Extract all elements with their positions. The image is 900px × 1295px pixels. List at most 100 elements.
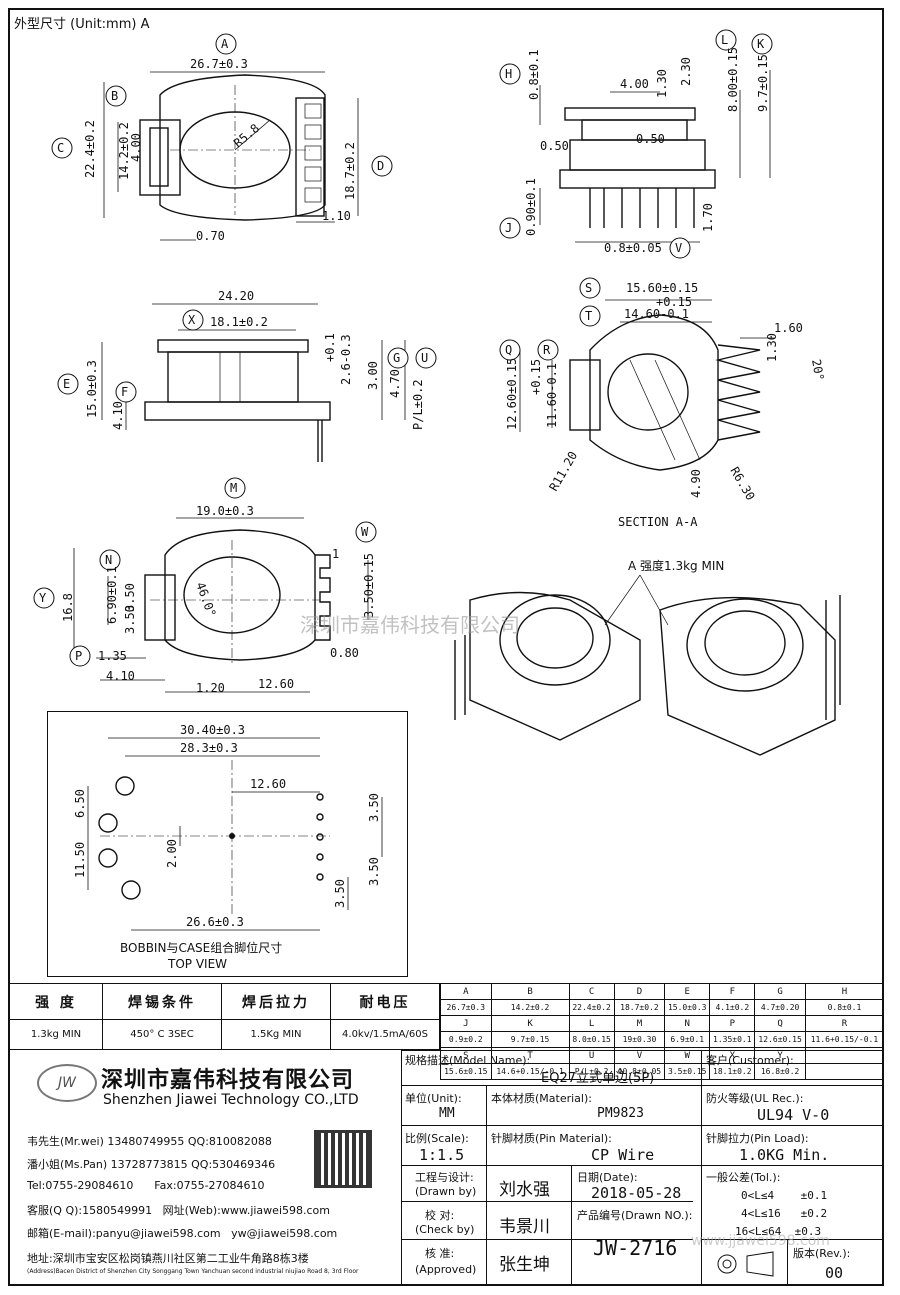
ul-label: 防火等级(UL Rec.): (706, 1092, 804, 1105)
svg-text:0.80: 0.80 (330, 646, 359, 660)
svg-text:26.7±0.3: 26.7±0.3 (190, 57, 248, 71)
scale-value: 1:1.5 (419, 1146, 465, 1164)
svg-text:4.70: 4.70 (388, 369, 402, 398)
svg-text:L: L (721, 33, 728, 47)
svg-text:J: J (505, 221, 512, 235)
contact-line: 韦先生(Mr.wei) 13480749955 QQ:810082088 (27, 1135, 272, 1148)
company-block: JW 深圳市嘉伟科技有限公司 Shenzhen Jiawei Technolog… (9, 1050, 402, 1286)
svg-text:B: B (111, 89, 118, 103)
model-value: EQ27立式单边(5P) (541, 1071, 655, 1086)
pin-material-value: CP Wire (591, 1146, 655, 1164)
svg-text:18.1±0.2: 18.1±0.2 (210, 315, 268, 329)
svg-text:1.20: 1.20 (196, 681, 225, 695)
svg-text:3.50±0.15: 3.50±0.15 (362, 553, 376, 618)
tolerance-label: 一般公差(Tol.): (706, 1171, 781, 1184)
svg-text:M: M (230, 481, 237, 495)
svg-text:3.00: 3.00 (366, 361, 380, 390)
svg-text:22.4±0.2: 22.4±0.2 (83, 120, 97, 178)
title-block: 规格描述(Model Name): EQ27立式单边(5P) 客户(Custom… (401, 1050, 884, 1286)
svg-text:R: R (543, 343, 551, 357)
svg-text:+0.15: +0.15 (529, 359, 543, 395)
bottom-left-labels: M 19.0±0.3 W 1 3.50±0.15 N 6.90±0.1 Y 16… (33, 477, 377, 695)
svg-text:1.10: 1.10 (322, 209, 351, 223)
footprint-caption1: BOBBIN与CASE组合脚位尺寸 (120, 941, 283, 955)
svg-text:19.0±0.3: 19.0±0.3 (196, 504, 254, 518)
scale-label: 比例(Scale): (405, 1132, 469, 1145)
watermark-url: www.jjawei598.com (691, 1233, 830, 1249)
check-value: 韦景川 (499, 1217, 550, 1237)
drawn-label: 工程与设计: (415, 1171, 474, 1184)
svg-text:Y: Y (39, 591, 47, 605)
address-cn: 地址:深圳市宝安区松岗镇燕川社区第二工业牛角路8栋3楼 (27, 1252, 309, 1265)
company-logo: JW (37, 1064, 97, 1102)
svg-text:Q: Q (505, 343, 512, 357)
svg-text:4.10: 4.10 (111, 401, 125, 430)
svg-text:R5.8: R5.8 (231, 121, 262, 150)
contact-line: 客服(Q Q):1580549991 网址(Web):www.jiawei598… (27, 1204, 330, 1217)
svg-text:2.30: 2.30 (679, 57, 693, 86)
tolerance-line: 4<L≤16 ±0.2 (741, 1207, 828, 1220)
check-label-en: (Check by) (415, 1223, 475, 1236)
address-en: (Address)Bacen District of Shenzhen City… (27, 1268, 359, 1275)
qr-code-icon (314, 1130, 372, 1188)
svg-text:1.60: 1.60 (774, 321, 803, 335)
prop-value: 1.3kg MIN (9, 1019, 103, 1050)
svg-text:24.20: 24.20 (218, 289, 254, 303)
svg-text:SECTION A-A: SECTION A-A (618, 515, 698, 529)
date-label: 日期(Date): (577, 1171, 638, 1184)
section-view (519, 299, 775, 471)
footprint-view (87, 737, 383, 931)
mid-left-labels: 24.20 X 18.1±0.2 +0.1 2.6-0.3 G U 3.00 4… (57, 289, 437, 430)
footprint-labels: 30.40±0.3 28.3±0.3 12.60 3.50 6.50 11.50… (73, 723, 381, 929)
top-left-labels: A 26.7±0.3 B C 22.4±0.2 14.2±0.2 4.00 R5… (51, 33, 393, 243)
watermark: 深圳市嘉伟科技有限公司 (300, 613, 520, 637)
svg-text:12.60: 12.60 (258, 677, 294, 691)
svg-text:2.6-0.3: 2.6-0.3 (339, 334, 353, 385)
footprint-box (47, 711, 408, 977)
model-label: 规格描述(Model Name): (405, 1054, 531, 1067)
svg-text:R6.30: R6.30 (727, 465, 757, 503)
svg-text:8.00±0.15: 8.00±0.15 (726, 47, 740, 112)
svg-text:3.50: 3.50 (333, 879, 347, 908)
company-name-cn: 深圳市嘉伟科技有限公司 (101, 1068, 355, 1093)
svg-text:6.90±0.1: 6.90±0.1 (105, 566, 119, 624)
svg-text:4.90: 4.90 (689, 469, 703, 498)
svg-text:12.60±0.15: 12.60±0.15 (505, 358, 519, 430)
svg-text:6.50: 6.50 (73, 789, 87, 818)
prop-header: 强 度 (9, 983, 103, 1020)
svg-text:15.0±0.3: 15.0±0.3 (85, 360, 99, 418)
mid-left-view (101, 303, 406, 462)
svg-text:4.00: 4.00 (129, 133, 143, 162)
prop-value: 4.0kv/1.5mA/60S (330, 1019, 440, 1050)
iso-note: A 强度1.3kg MIN (628, 558, 724, 573)
svg-text:0.50: 0.50 (540, 139, 569, 153)
svg-text:46.0°: 46.0° (193, 580, 219, 619)
top-right-labels: H 0.8±0.1 4.00 1.30 2.30 L K 8.00±0.15 9… (499, 29, 773, 259)
svg-text:F: F (121, 385, 128, 399)
svg-text:3.50: 3.50 (123, 583, 137, 612)
svg-text:S: S (585, 281, 592, 295)
svg-text:N: N (105, 553, 112, 567)
properties-table: 强 度 焊锡条件 焊后拉力 耐电压 1.3kg MIN 450° C 3SEC … (9, 983, 440, 1050)
drawing-canvas: 外型尺寸 (Unit:mm) A A 26.7±0.3 B C 22.4±0.2… (14, 17, 841, 931)
svg-text:4.10: 4.10 (106, 669, 135, 683)
svg-text:12.60: 12.60 (250, 777, 286, 791)
svg-text:P/L±0.2: P/L±0.2 (411, 379, 425, 430)
unit-value: MM (439, 1106, 455, 1121)
check-label: 校 对: (425, 1209, 455, 1222)
svg-text:11.50: 11.50 (73, 842, 87, 878)
drawn-no-label: 产品编号(Drawn NO.): (577, 1209, 693, 1222)
approved-label: 核 准: (425, 1247, 455, 1260)
iso-view (454, 574, 841, 756)
drawing-frame (8, 8, 884, 1286)
top-left-view (103, 71, 359, 241)
svg-text:W: W (361, 525, 369, 539)
svg-text:14.60-0.1: 14.60-0.1 (624, 307, 689, 321)
footprint-caption2: TOP VIEW (168, 957, 228, 971)
unit-label: 单位(Unit): (405, 1092, 462, 1105)
drawn-label-en: (Drawn by) (415, 1185, 477, 1198)
svg-text:3.50: 3.50 (367, 793, 381, 822)
customer-label: 客户(Customer): (706, 1054, 794, 1067)
svg-text:26.6±0.3: 26.6±0.3 (186, 915, 244, 929)
